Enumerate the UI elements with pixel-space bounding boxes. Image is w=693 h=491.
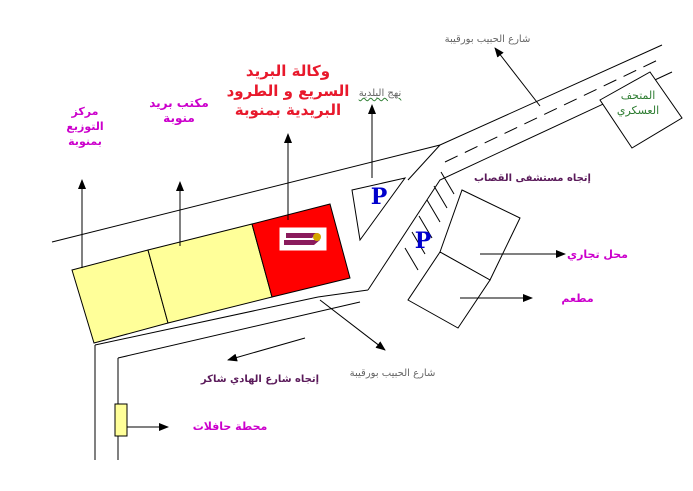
inner-road-lower — [117, 301, 361, 359]
parking-area-triangle — [351, 177, 407, 242]
post-office-label-line-1: مكتب بريد — [149, 96, 209, 110]
parking-stripes — [404, 171, 455, 271]
lower-road-edge — [94, 296, 319, 346]
agency-title: وكالة البريد السريع و الطرود البريدية بم… — [218, 62, 358, 121]
distribution-center-label-line-3: بمنوبة — [68, 134, 102, 148]
arrows — [78, 47, 566, 431]
restaurant-label: مطعم — [561, 292, 594, 305]
to-hedi-chaker-label: إتجاه شارع الهادي شاكر — [200, 374, 320, 385]
military-museum-building — [599, 71, 683, 149]
post-office-building — [147, 223, 273, 324]
distribution-center-label: مركز التوزيع بمنوبة — [50, 105, 120, 150]
municipality-street-edge — [407, 144, 441, 181]
post-office-label-line-2: منوبة — [163, 111, 195, 125]
street-bottom-label: شارع الحبيب بورقيبة — [349, 368, 436, 379]
street-top-label: شارع الحبيب بورقيبة — [444, 34, 531, 45]
distribution-center-label-line-1: مركز — [71, 105, 99, 118]
shop-label: محل تجاري — [567, 248, 628, 261]
restaurant-building — [407, 251, 491, 329]
agency-title-line-2: السريع و الطرود — [226, 81, 350, 100]
bus-station-marker — [114, 403, 128, 437]
road-south-connector — [317, 289, 369, 298]
parking-label-1: P — [370, 184, 388, 210]
roads — [51, 44, 673, 460]
agency-title-line-1: وكالة البريد — [245, 62, 331, 80]
bus-station-label: محطة حافلات — [192, 420, 268, 433]
municipality-street-label: نهج البلدية — [358, 88, 402, 99]
arrow-street-top — [494, 47, 541, 107]
military-museum-label-line-2: العسكري — [616, 104, 660, 118]
arrow-street-bottom — [319, 299, 386, 351]
post-office-label: مكتب بريد منوبة — [140, 96, 218, 126]
military-museum-label-line-1: المتحف — [620, 89, 656, 102]
main-road-south-edge — [367, 71, 673, 291]
rapid-poste-logo — [279, 227, 327, 251]
distribution-center-label-line-2: التوزيع — [66, 119, 104, 133]
arrow-hedi-chaker — [227, 337, 306, 362]
to-hospital-label: إتجاه مستشفى القصاب — [474, 173, 591, 184]
parking-label-2: P — [414, 228, 432, 254]
agency-title-line-3: البريدية بمنوبة — [234, 101, 342, 119]
military-museum-label: المتحف العسكري — [606, 88, 670, 119]
main-road-center-dashes — [444, 57, 663, 163]
